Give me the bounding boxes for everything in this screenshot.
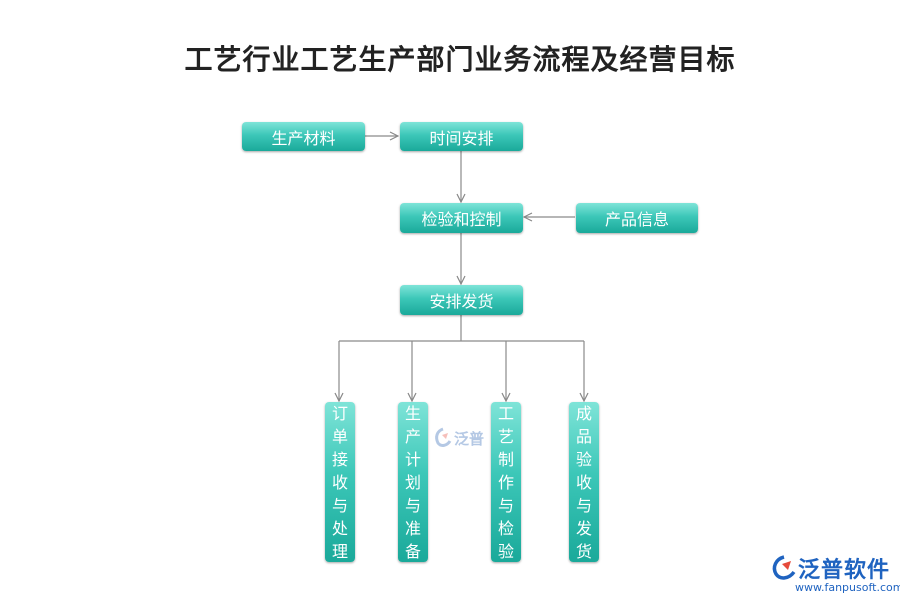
- brand-logo-text: 泛普软件: [798, 558, 891, 583]
- node-order-processing: 订单接收与处理: [325, 402, 355, 562]
- node-production-plan: 生产计划与准备: [398, 402, 428, 562]
- watermark-text: 泛普: [454, 429, 485, 448]
- node-craft-inspection: 工艺制作与检验: [491, 402, 521, 562]
- node-material: 生产材料: [242, 122, 365, 151]
- watermark: 泛普: [432, 427, 484, 449]
- node-schedule: 时间安排: [400, 122, 523, 151]
- branch-label: 订单接收与处理: [331, 403, 348, 561]
- brand-logo: 泛普软件: [770, 552, 890, 584]
- watermark-logo-icon: [435, 427, 452, 447]
- node-product-info: 产品信息: [576, 203, 698, 233]
- node-product-acceptance: 成品验收与发货: [569, 402, 599, 562]
- brand-url: www.fanpusoft.com: [795, 581, 900, 594]
- branch-label: 成品验收与发货: [575, 403, 592, 561]
- diagram-title: 工艺行业工艺生产部门业务流程及经营目标: [184, 43, 736, 76]
- node-shipping: 安排发货: [400, 285, 523, 315]
- branch-label: 生产计划与准备: [404, 403, 421, 561]
- brand-logo-icon: [772, 555, 796, 580]
- node-inspect: 检验和控制: [400, 203, 523, 233]
- branch-label: 工艺制作与检验: [497, 403, 514, 561]
